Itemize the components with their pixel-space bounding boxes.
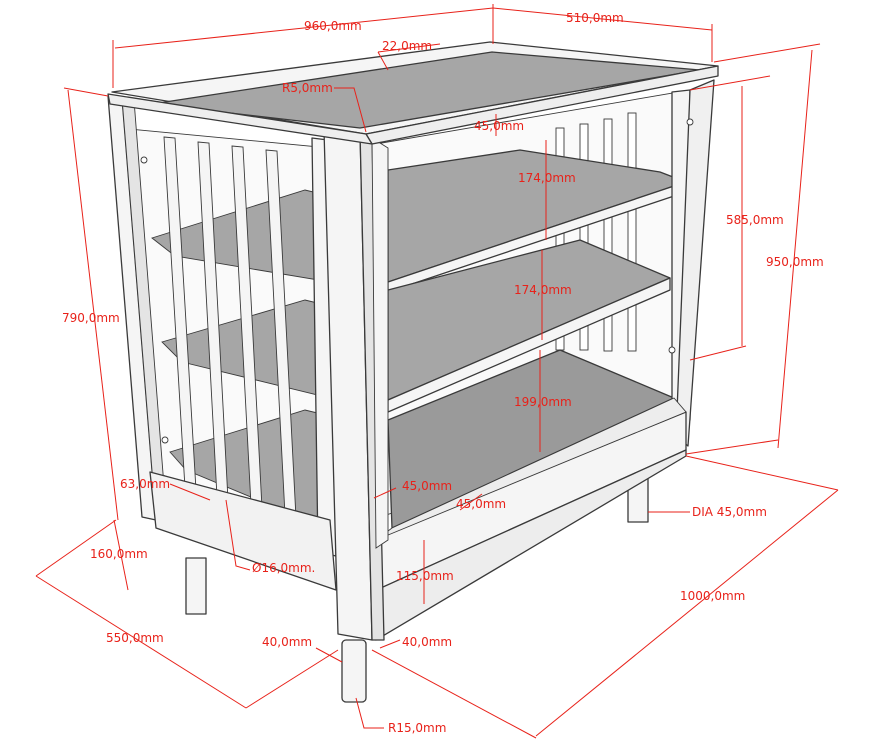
dim-shelf-spacing-2: 174,0mm bbox=[514, 283, 572, 297]
screw-2 bbox=[161, 436, 169, 444]
screw-1 bbox=[140, 156, 148, 164]
dim-apron-115: 115,0mm bbox=[396, 569, 454, 583]
left-bars bbox=[163, 136, 297, 519]
dim-leg-height: 160,0mm bbox=[90, 547, 148, 561]
dim-leg-depth: 550,0mm bbox=[106, 631, 164, 645]
back-bars bbox=[555, 112, 637, 352]
dim-total-height: 950,0mm bbox=[766, 255, 824, 269]
dim-top-rim: 22,0mm bbox=[382, 39, 432, 53]
dim-base-45-a: 45,0mm bbox=[402, 479, 452, 493]
dim-shelf-gap-top: 45,0mm bbox=[474, 119, 524, 133]
top-tray-left-edge bbox=[107, 93, 373, 145]
furniture-drawing bbox=[107, 41, 719, 703]
dim-leg-radius: R15,0mm bbox=[388, 721, 446, 735]
screw-4 bbox=[668, 346, 676, 354]
dim-rail-63: 63,0mm bbox=[120, 477, 170, 491]
dim-corner-radius: R5,0mm bbox=[282, 81, 333, 95]
dimension-labels: 960,0mm 510,0mm 22,0mm R5,0mm 45,0mm 174… bbox=[62, 11, 824, 735]
leg-back-left bbox=[185, 557, 207, 615]
screw-3 bbox=[686, 118, 694, 126]
dimension-lines bbox=[35, 4, 839, 739]
dim-base-45-b: 45,0mm bbox=[456, 497, 506, 511]
dim-shelf-spacing-1: 174,0mm bbox=[518, 171, 576, 185]
dim-shelf-spacing-3: 199,0mm bbox=[514, 395, 572, 409]
leg-front-left bbox=[341, 639, 367, 703]
left-apron bbox=[149, 471, 337, 591]
front-post-inner bbox=[371, 137, 389, 549]
dim-post-40-b: 40,0mm bbox=[402, 635, 452, 649]
dim-inner-height: 585,0mm bbox=[726, 213, 784, 227]
dim-total-length: 1000,0mm bbox=[680, 589, 745, 603]
dim-post-40-a: 40,0mm bbox=[262, 635, 312, 649]
dim-leg-dia: DIA 45,0mm bbox=[692, 505, 767, 519]
dim-top-width: 960,0mm bbox=[304, 19, 362, 33]
right-back-post-outer bbox=[675, 79, 715, 447]
dim-body-height: 790,0mm bbox=[62, 311, 120, 325]
dim-top-depth: 510,0mm bbox=[566, 11, 624, 25]
dim-bar-dia: Ø16,0mm. bbox=[252, 561, 315, 575]
